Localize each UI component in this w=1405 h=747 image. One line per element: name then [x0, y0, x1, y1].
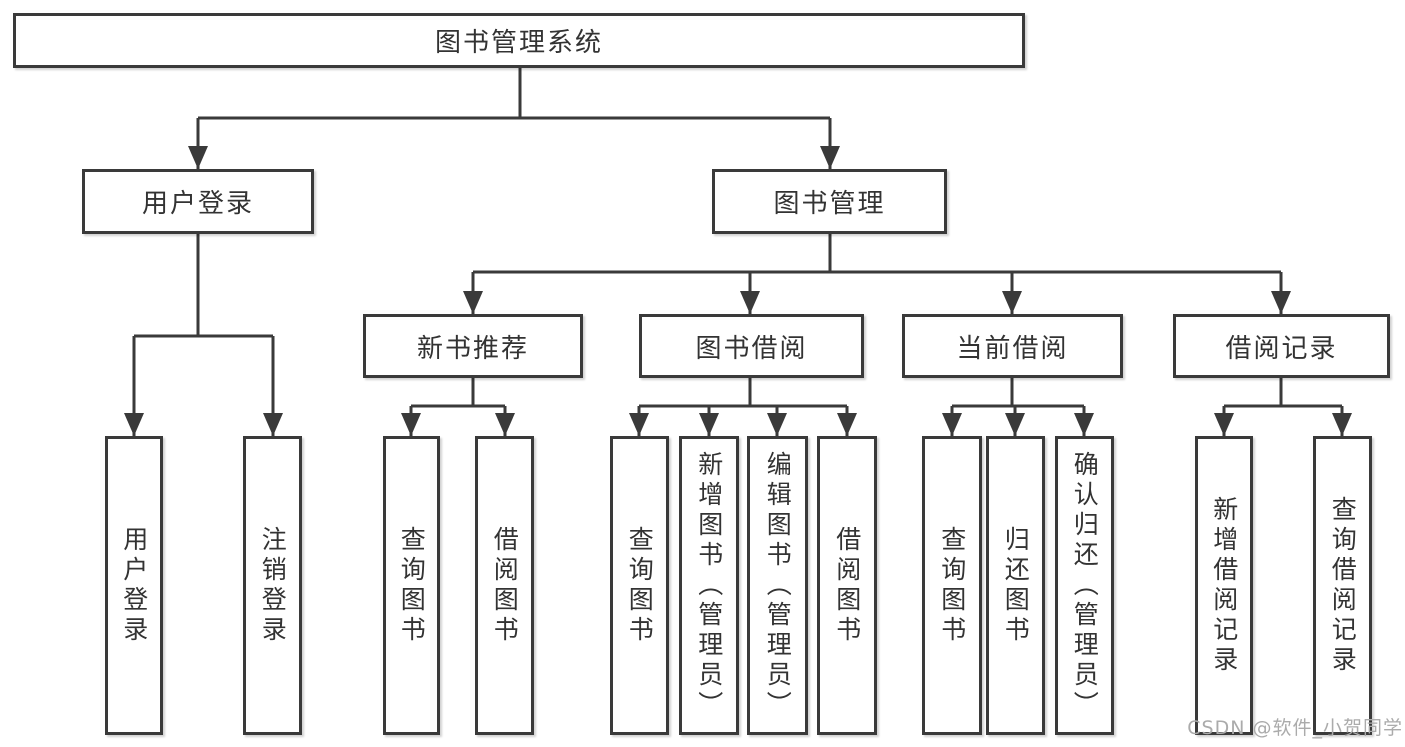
node-new-book-recommend: 新书推荐 [363, 314, 583, 378]
leaf-query-books-recommend-label: 查询图书 [397, 525, 427, 646]
node-root-label: 图书管理系统 [434, 28, 603, 58]
node-book-manage: 图书管理 [712, 169, 947, 234]
leaf-logout-login-label: 注销登录 [258, 525, 288, 646]
leaf-query-borrow-record-label: 查询借阅记录 [1328, 495, 1358, 676]
leaf-add-borrow-record-label: 新增借阅记录 [1209, 495, 1239, 676]
leaf-borrow-books: 借阅图书 [817, 436, 877, 735]
leaf-return-book: 归还图书 [986, 436, 1045, 735]
node-user-login: 用户登录 [82, 169, 314, 234]
connector-book-manage-sections [463, 234, 1291, 314]
leaf-borrow-books-recommend: 借阅图书 [475, 436, 534, 735]
leaf-user-login-label: 用户登录 [119, 525, 149, 646]
node-root: 图书管理系统 [13, 13, 1025, 68]
node-book-borrow-label: 图书借阅 [695, 333, 808, 364]
node-borrow-record-label: 借阅记录 [1225, 333, 1338, 364]
leaf-confirm-return-admin: 确认归还（管理员） [1055, 436, 1114, 735]
connector-new-book-children [401, 378, 515, 436]
connector-book-borrow-children [629, 378, 857, 436]
connector-root-to-branches [188, 66, 840, 169]
node-user-login-label: 用户登录 [141, 189, 254, 219]
node-current-borrow: 当前借阅 [902, 314, 1123, 378]
connector-borrow-record-children [1214, 378, 1352, 436]
watermark: CSDN @软件_小贺同学 [1187, 717, 1403, 739]
leaf-add-book-admin-label: 新增图书（管理员） [694, 450, 724, 721]
leaf-user-login: 用户登录 [105, 436, 163, 735]
leaf-edit-book-admin-label: 编辑图书（管理员） [763, 450, 793, 721]
node-book-borrow: 图书借阅 [639, 314, 864, 378]
leaf-add-borrow-record: 新增借阅记录 [1195, 436, 1253, 735]
leaf-return-book-label: 归还图书 [1001, 525, 1031, 646]
node-new-book-recommend-label: 新书推荐 [416, 333, 529, 364]
leaf-query-borrow-record: 查询借阅记录 [1313, 436, 1372, 735]
leaf-query-books-current: 查询图书 [922, 436, 982, 735]
connector-current-borrow-children [942, 378, 1094, 436]
node-book-manage-label: 图书管理 [773, 189, 886, 219]
connector-user-login-children [124, 234, 283, 436]
leaf-edit-book-admin: 编辑图书（管理员） [747, 436, 808, 735]
leaf-borrow-books-recommend-label: 借阅图书 [490, 525, 520, 646]
node-borrow-record: 借阅记录 [1173, 314, 1390, 378]
leaf-query-books-recommend: 查询图书 [383, 436, 440, 735]
leaf-add-book-admin: 新增图书（管理员） [679, 436, 739, 735]
leaf-borrow-books-label: 借阅图书 [832, 525, 862, 646]
leaf-query-books-current-label: 查询图书 [937, 525, 967, 646]
leaf-query-books-borrow-label: 查询图书 [625, 525, 655, 646]
leaf-query-books-borrow: 查询图书 [610, 436, 669, 735]
leaf-logout-login: 注销登录 [243, 436, 302, 735]
leaf-confirm-return-admin-label: 确认归还（管理员） [1070, 450, 1100, 721]
node-current-borrow-label: 当前借阅 [956, 333, 1069, 364]
